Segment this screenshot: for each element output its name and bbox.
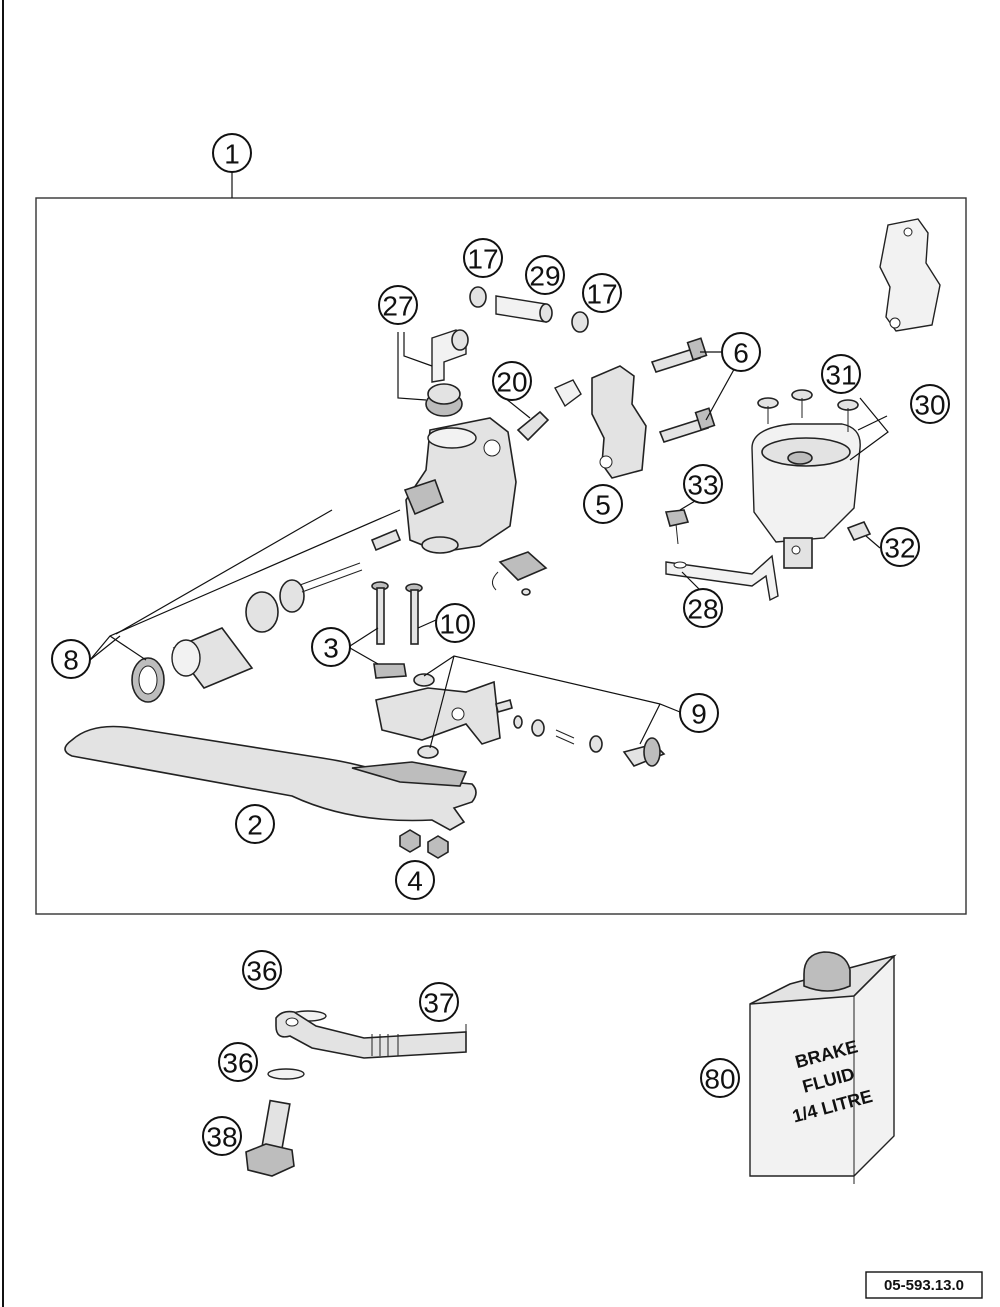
callout-1: 1 <box>212 133 252 173</box>
elbow-fitting-illustration <box>425 329 469 417</box>
callout-33: 33 <box>683 464 723 504</box>
assembly-frame <box>35 197 967 915</box>
callout-9-label: 9 <box>691 699 707 730</box>
callout-10-label: 10 <box>439 609 470 640</box>
brake-lever-illustration <box>64 725 477 831</box>
callout-17-right-label: 17 <box>586 279 617 310</box>
callout-8-label: 8 <box>63 645 79 676</box>
callout-80-label: 80 <box>704 1064 735 1095</box>
reservoir-screws-illustration <box>757 389 859 432</box>
brake-switch-illustration <box>492 551 548 596</box>
callout-5: 5 <box>583 484 623 524</box>
callout-36-bottom: 36 <box>218 1042 258 1082</box>
clamp-upper-right-illustration <box>879 218 941 332</box>
callout-38: 38 <box>202 1116 242 1156</box>
callout-29: 29 <box>525 255 565 295</box>
callout-38-label: 38 <box>206 1122 237 1153</box>
callout-27: 27 <box>378 285 418 325</box>
lever-adjuster-illustration <box>375 680 666 767</box>
clamp-screws-illustration <box>650 337 716 443</box>
hose-assembly-illustration <box>267 1010 467 1080</box>
callout-36-top-label: 36 <box>246 956 277 987</box>
callout-37: 37 <box>419 982 459 1022</box>
callout-36-bottom-label: 36 <box>222 1048 253 1079</box>
callout-2-label: 2 <box>247 810 263 841</box>
callout-29-label: 29 <box>529 261 560 292</box>
banjo-bolt-illustration <box>245 1099 295 1177</box>
callout-17-right: 17 <box>582 273 622 313</box>
callout-30: 30 <box>910 384 950 424</box>
fluid-reservoir-illustration <box>751 423 861 569</box>
callout-28: 28 <box>683 588 723 628</box>
callout-6-label: 6 <box>733 338 749 369</box>
callout-32: 32 <box>880 527 920 567</box>
callout-10: 10 <box>435 603 475 643</box>
callout-8: 8 <box>51 639 91 679</box>
callout-3: 3 <box>311 627 351 667</box>
callout-32-label: 32 <box>884 533 915 564</box>
callout-6: 6 <box>721 332 761 372</box>
callout-4: 4 <box>395 860 435 900</box>
callout-17-left: 17 <box>463 238 503 278</box>
callout-2: 2 <box>235 804 275 844</box>
callout-80: 80 <box>700 1058 740 1098</box>
callout-4-label: 4 <box>407 866 423 897</box>
callout-20: 20 <box>492 361 532 401</box>
callout-31-label: 31 <box>825 360 856 391</box>
lever-nuts-illustration <box>399 829 449 859</box>
callout-33-label: 33 <box>687 470 718 501</box>
callout-27-label: 27 <box>382 291 413 322</box>
bleeder-valve-illustration <box>516 379 582 442</box>
callout-3-label: 3 <box>323 633 339 664</box>
callout-9: 9 <box>679 693 719 733</box>
hose-and-clamps-illustration <box>469 286 589 333</box>
callout-17-left-label: 17 <box>467 244 498 275</box>
master-cylinder-body-illustration <box>403 417 517 554</box>
piston-kit-illustration <box>131 528 402 703</box>
callout-31: 31 <box>821 354 861 394</box>
callout-20-label: 20 <box>496 367 527 398</box>
handlebar-clamp-illustration <box>591 365 647 479</box>
callout-37-label: 37 <box>423 988 454 1019</box>
callout-28-label: 28 <box>687 594 718 625</box>
reservoir-bracket-illustration <box>664 509 872 602</box>
callout-5-label: 5 <box>595 490 611 521</box>
pivot-pins-illustration <box>371 581 435 687</box>
callout-36-top: 36 <box>242 950 282 990</box>
brake-fluid-can: BRAKE FLUID 1/4 LITRE <box>749 951 897 1184</box>
reference-number-box: 05-593.13.0 <box>865 1271 983 1299</box>
callout-1-label: 1 <box>224 139 240 170</box>
leader-lines <box>89 332 889 749</box>
reference-number: 05-593.13.0 <box>884 1277 964 1294</box>
callout-30-label: 30 <box>914 390 945 421</box>
